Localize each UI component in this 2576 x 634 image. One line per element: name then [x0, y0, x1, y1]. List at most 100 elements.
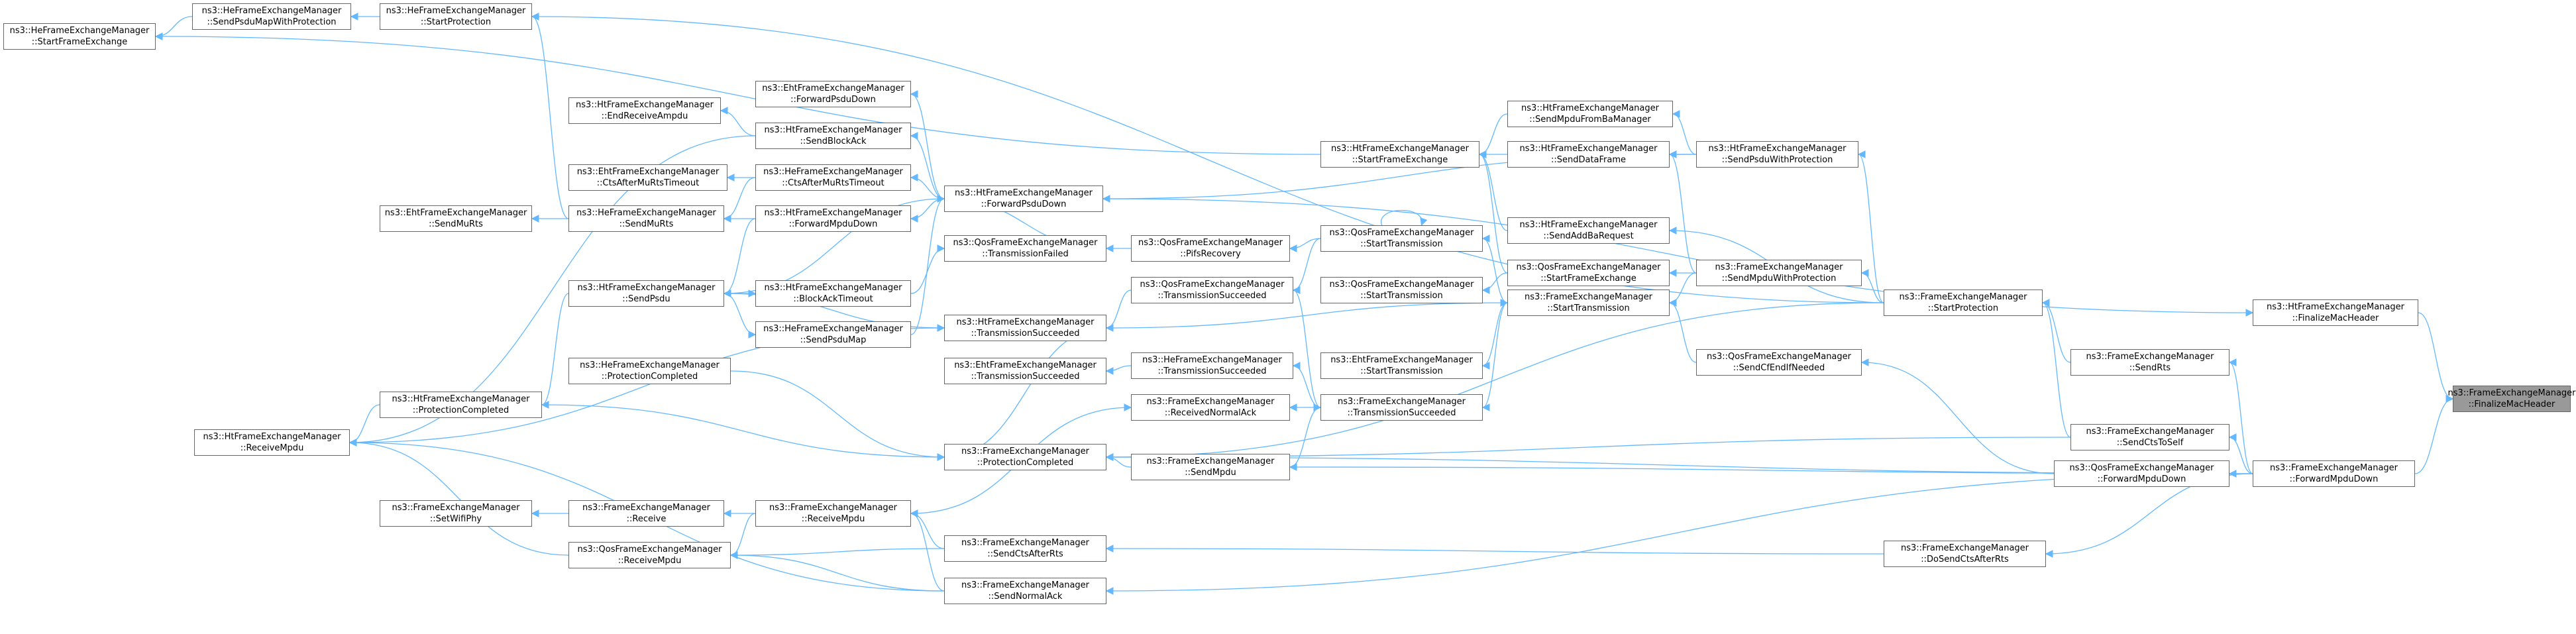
node-class-label: ns3::FrameExchangeManager: [1715, 262, 1843, 272]
node-method-label: ::SendPsduMap: [800, 335, 867, 345]
function-node[interactable]: ns3::FrameExchangeManager::ReceivedNorma…: [1131, 394, 1290, 421]
function-node[interactable]: ns3::HtFrameExchangeManager::ReceiveMpdu: [194, 429, 350, 456]
function-node[interactable]: ns3::HtFrameExchangeManager::ForwardPsdu…: [944, 185, 1103, 212]
function-node[interactable]: ns3::EhtFrameExchangeManager::StartTrans…: [1320, 352, 1483, 379]
node-class-label: ns3::HtFrameExchangeManager: [1708, 144, 1847, 154]
call-edge: [1668, 299, 1697, 363]
function-node[interactable]: ns3::HeFrameExchangeManager::StartFrameE…: [3, 23, 156, 50]
function-node[interactable]: ns3::HtFrameExchangeManager::SendAddBaRe…: [1507, 217, 1670, 244]
function-node[interactable]: ns3::FrameExchangeManager::SendCtsToSelf: [2070, 424, 2229, 450]
function-node[interactable]: ns3::FrameExchangeManager::SendRts: [2070, 349, 2229, 376]
node-class-label: ns3::HeFrameExchangeManager: [576, 208, 716, 218]
node-method-label: ::TransmissionSucceeded: [1157, 291, 1267, 301]
node-class-label: ns3::FrameExchangeManager: [2269, 463, 2398, 473]
function-node[interactable]: ns3::FrameExchangeManager::ProtectionCom…: [944, 444, 1106, 470]
function-node[interactable]: ns3::QosFrameExchangeManager::PifsRecove…: [1131, 235, 1290, 262]
function-node[interactable]: ns3::HeFrameExchangeManager::SendPsduMap: [755, 321, 911, 348]
function-node[interactable]: ns3::QosFrameExchangeManager::Transmissi…: [1131, 277, 1293, 303]
function-node[interactable]: ns3::EhtFrameExchangeManager::CtsAfterMu…: [568, 164, 727, 191]
function-node[interactable]: ns3::HtFrameExchangeManager::SendBlockAc…: [755, 123, 911, 149]
function-node[interactable]: ns3::FrameExchangeManager::TransmissionS…: [1320, 394, 1483, 421]
call-edge: [1481, 235, 1508, 303]
node-method-label: ::SendCtsToSelf: [2116, 438, 2184, 448]
function-node[interactable]: ns3::HtFrameExchangeManager::Transmissio…: [944, 315, 1106, 341]
function-node[interactable]: ns3::FrameExchangeManager::DoSendCtsAfte…: [1884, 541, 2046, 567]
function-node[interactable]: ns3::HtFrameExchangeManager::SendPsdu: [568, 280, 724, 307]
function-node[interactable]: ns3::HeFrameExchangeManager::CtsAfterMuR…: [755, 164, 911, 191]
function-node[interactable]: ns3::EhtFrameExchangeManager::Transmissi…: [944, 358, 1106, 384]
function-node[interactable]: ns3::HtFrameExchangeManager::BlockAckTim…: [755, 280, 911, 307]
function-node[interactable]: ns3::FrameExchangeManager::Receive: [568, 500, 724, 527]
function-node[interactable]: ns3::QosFrameExchangeManager::Transmissi…: [944, 235, 1106, 262]
node-class-label: ns3::HtFrameExchangeManager: [203, 432, 341, 442]
function-node[interactable]: ns3::QosFrameExchangeManager::ForwardMpd…: [2054, 460, 2229, 487]
call-edge: [1106, 299, 1509, 329]
node-method-label: ::CtsAfterMuRtsTimeout: [782, 178, 885, 188]
node-class-label: ns3::QosFrameExchangeManager: [2069, 463, 2214, 473]
node-method-label: ::ProtectionCompleted: [601, 372, 698, 382]
function-node[interactable]: ns3::HtFrameExchangeManager::ProtectionC…: [380, 392, 542, 418]
call-edge: [1105, 545, 1884, 555]
node-class-label: ns3::FrameExchangeManager: [2086, 427, 2214, 437]
function-node[interactable]: ns3::FrameExchangeManager::SendNormalAck: [944, 578, 1106, 604]
node-method-label: ::StartProtection: [420, 17, 492, 27]
function-node[interactable]: ns3::HtFrameExchangeManager::StartFrameE…: [1320, 141, 1479, 168]
call-edge: [349, 404, 380, 447]
node-class-label: ns3::FrameExchangeManager: [582, 503, 711, 513]
call-edge: [943, 327, 1107, 461]
call-edge: [1292, 362, 1321, 408]
function-node[interactable]: ns3::HeFrameExchangeManager::SendMuRts: [568, 205, 724, 232]
node-method-label: ::SendMuRts: [429, 219, 483, 229]
function-node[interactable]: ns3::FrameExchangeManager::ReceiveMpdu: [755, 500, 911, 527]
node-method-label: ::ReceiveMpdu: [617, 556, 682, 566]
function-node[interactable]: ns3::QosFrameExchangeManager::SendCfEndI…: [1696, 349, 1862, 376]
call-edge: [1105, 365, 1132, 375]
node-class-label: ns3::QosFrameExchangeManager: [1140, 280, 1285, 290]
node-method-label: ::TransmissionFailed: [982, 249, 1069, 259]
function-node[interactable]: ns3::HtFrameExchangeManager::ForwardMpdu…: [755, 205, 911, 232]
node-method-label: ::ForwardMpduDown: [788, 219, 878, 229]
node-method-label: ::CtsAfterMuRtsTimeout: [596, 178, 700, 188]
function-node[interactable]: ns3::HtFrameExchangeManager::FinalizeMac…: [2253, 299, 2418, 326]
node-method-label: ::StartTransmission: [1360, 291, 1443, 301]
function-node[interactable]: ns3::HtFrameExchangeManager::EndReceiveA…: [568, 97, 721, 124]
node-class-label: ns3::FrameExchangeManager: [961, 538, 1090, 548]
function-node[interactable]: ns3::QosFrameExchangeManager::StartTrans…: [1320, 225, 1483, 252]
call-edge: [1105, 453, 2253, 474]
function-node[interactable]: ns3::HeFrameExchangeManager::ProtectionC…: [568, 358, 731, 384]
function-node[interactable]: ns3::EhtFrameExchangeManager::ForwardPsd…: [755, 81, 911, 107]
function-node[interactable]: ns3::FrameExchangeManager::StartProtecti…: [1884, 290, 2043, 316]
node-method-label: ::SendMpduWithProtection: [1721, 274, 1837, 284]
node-class-label: ns3::FrameExchangeManager: [1900, 543, 2029, 553]
node-class-label: ns3::HtFrameExchangeManager: [764, 283, 902, 293]
call-edge: [349, 439, 569, 556]
function-node[interactable]: ns3::FrameExchangeManager::SetWifiPhy: [380, 500, 532, 527]
function-node[interactable]: ns3::FrameExchangeManager::SendCtsAfterR…: [944, 535, 1106, 562]
node-class-label: ns3::HeFrameExchangeManager: [9, 26, 150, 36]
call-edge: [729, 513, 756, 559]
call-edge: [2041, 299, 2071, 363]
function-node[interactable]: ns3::FrameExchangeManager::SendMpduWithP…: [1696, 260, 1862, 286]
function-node[interactable]: ns3::HtFrameExchangeManager::SendMpduFro…: [1507, 101, 1673, 127]
root-function-node[interactable]: ns3::FrameExchangeManager::FinalizeMacHe…: [2447, 386, 2576, 412]
function-node[interactable]: ns3::FrameExchangeManager::SendMpdu: [1131, 454, 1290, 480]
node-method-label: ::SendPsduMapWithProtection: [207, 17, 337, 27]
call-edge: [720, 107, 756, 136]
function-node[interactable]: ns3::FrameExchangeManager::ForwardMpduDo…: [2253, 460, 2415, 487]
function-node[interactable]: ns3::HtFrameExchangeManager::SendDataFra…: [1507, 141, 1670, 168]
function-node[interactable]: ns3::QosFrameExchangeManager::StartFrame…: [1507, 260, 1670, 286]
function-node[interactable]: ns3::HtFrameExchangeManager::SendPsduWit…: [1696, 141, 1858, 168]
node-class-label: ns3::FrameExchangeManager: [961, 580, 1090, 590]
function-node[interactable]: ns3::QosFrameExchangeManager::ReceiveMpd…: [568, 542, 731, 568]
function-node[interactable]: ns3::FrameExchangeManager::StartTransmis…: [1507, 290, 1670, 316]
function-node[interactable]: ns3::EhtFrameExchangeManager::SendMuRts: [380, 205, 532, 232]
node-class-label: ns3::HeFrameExchangeManager: [386, 6, 526, 16]
node-method-label: ::SendCtsAfterRts: [987, 549, 1063, 559]
function-node[interactable]: ns3::QosFrameExchangeManager::StartTrans…: [1320, 277, 1483, 303]
function-node[interactable]: ns3::HeFrameExchangeManager::StartProtec…: [380, 3, 532, 30]
function-node[interactable]: ns3::HeFrameExchangeManager::SendPsduMap…: [192, 3, 351, 30]
node-class-label: ns3::HtFrameExchangeManager: [1331, 144, 1469, 154]
node-method-label: ::StartProtection: [1927, 303, 1999, 313]
function-node[interactable]: ns3::HeFrameExchangeManager::Transmissio…: [1131, 352, 1293, 379]
node-class-label: ns3::FrameExchangeManager: [1337, 397, 1466, 407]
